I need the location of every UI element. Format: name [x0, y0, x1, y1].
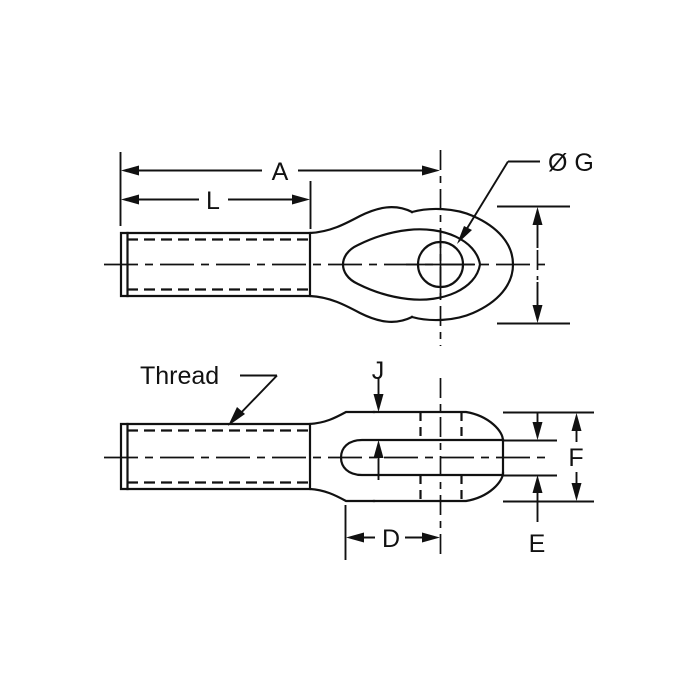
dim-G-label: Ø G — [548, 149, 594, 177]
dim-A-label: A — [272, 158, 289, 186]
thread-leader-arrow — [228, 407, 245, 426]
dim-F-arrow-up — [571, 413, 582, 431]
dim-D-label: D — [382, 525, 400, 553]
bottom-view-upper-taper — [308, 410, 376, 426]
dim-A-arrow-left — [121, 165, 139, 176]
top-view-inner-eye-profile — [341, 228, 482, 301]
top-view-outer-eye-profile — [410, 207, 515, 322]
top-view-upper-taper — [308, 206, 414, 235]
dim-L-arrow-right — [292, 194, 310, 205]
bottom-view-top-arm-outer — [372, 410, 505, 442]
top-view-right-dim-arrow-up — [532, 207, 543, 225]
dim-G-leader-diagonal — [462, 161, 509, 236]
bottom-view-bottom-arm-outer — [372, 471, 505, 503]
dim-J-arrow-down — [373, 394, 384, 412]
dim-J-label: J — [372, 357, 385, 385]
dim-F-label: F — [568, 444, 583, 472]
top-view: A L Ø G — [104, 149, 594, 346]
dim-F-arrow-down — [571, 483, 582, 501]
bottom-view-clevis-slot — [339, 438, 505, 477]
dim-E-arrow-up — [532, 475, 543, 493]
dim-J-arrow-up — [373, 440, 384, 458]
thread-note-label: Thread — [140, 362, 219, 390]
top-view-lower-taper — [308, 294, 414, 323]
bottom-view-shank-outline — [119, 422, 312, 491]
dim-G-arrow — [457, 226, 472, 244]
dim-L-arrow-left — [121, 194, 139, 205]
dim-A-arrow-right — [422, 165, 440, 176]
thread-leader-diagonal — [235, 374, 278, 419]
bottom-view: J D E F Thread — [104, 357, 594, 560]
dim-E-label: E — [529, 530, 546, 558]
dim-D-arrow-right — [422, 532, 440, 543]
dim-L-label: L — [206, 187, 220, 215]
top-view-right-dim-arrow-down — [532, 305, 543, 323]
dim-D-arrow-left — [346, 532, 364, 543]
dim-E-arrow-down — [532, 422, 543, 440]
bottom-view-lower-taper — [308, 487, 376, 503]
